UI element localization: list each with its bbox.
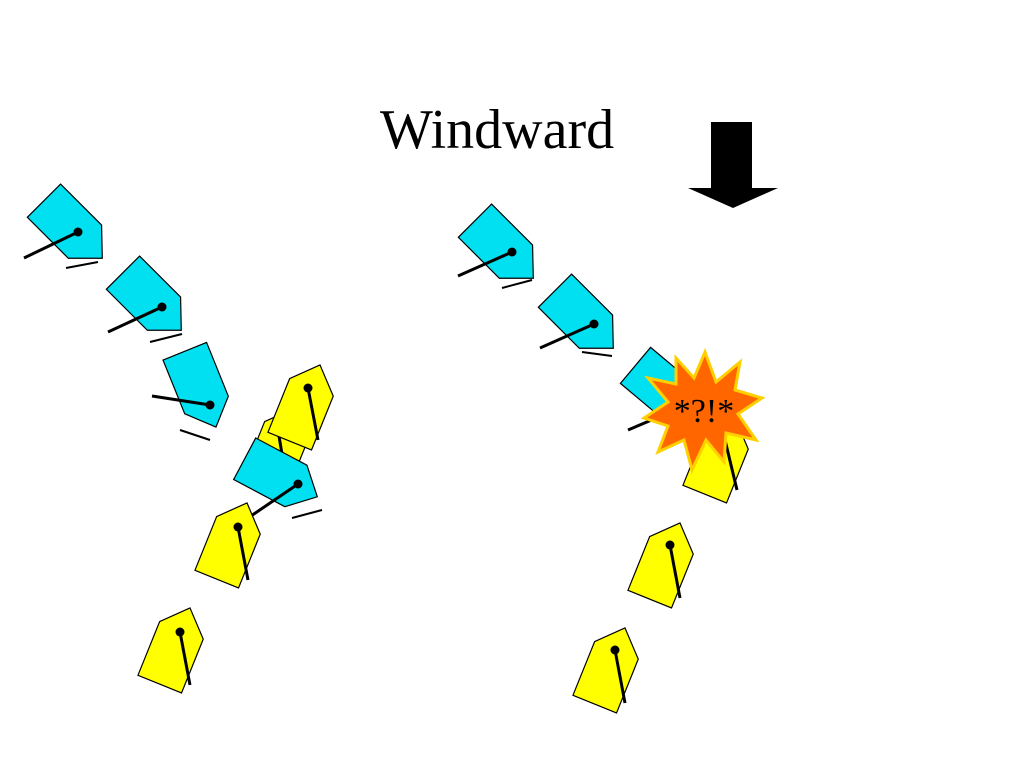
yellow-boat <box>194 493 270 589</box>
boom-line <box>291 509 323 519</box>
boom-line <box>457 250 513 278</box>
diagram-title: Windward <box>380 99 615 161</box>
boom-line <box>149 333 183 343</box>
mast-dot <box>233 522 243 532</box>
yellow-boat <box>137 598 213 694</box>
mast-line <box>306 387 320 441</box>
mast-dot <box>293 479 303 489</box>
mast-line <box>613 649 627 704</box>
yellow-boat <box>572 618 648 714</box>
boom-line <box>581 351 613 357</box>
mast-dot <box>157 302 167 312</box>
wind-arrow-icon <box>688 122 778 208</box>
mast-line <box>236 526 250 581</box>
boom-line <box>501 279 533 289</box>
mast-line <box>668 544 682 599</box>
yellow-boat <box>627 513 703 609</box>
mast-dot <box>665 540 675 550</box>
collision-label: *?!* <box>674 393 734 430</box>
boom-line <box>151 394 211 407</box>
boom-line <box>65 261 99 269</box>
boom-line <box>107 305 163 334</box>
blue-boat <box>26 183 120 276</box>
boom-line <box>247 482 299 520</box>
yellow-boat <box>267 355 343 451</box>
collision-starburst-icon: *?!* <box>640 347 766 475</box>
boom-line <box>179 429 211 441</box>
mast-dot <box>507 247 517 257</box>
blue-boat <box>162 341 238 437</box>
mast-dot <box>205 400 215 410</box>
mast-dot <box>589 319 599 329</box>
mast-dot <box>175 627 185 637</box>
mast-dot <box>73 227 83 237</box>
blue-boat <box>457 203 551 296</box>
mast-line <box>178 631 192 686</box>
boom-line <box>539 322 595 350</box>
mast-line <box>723 439 739 491</box>
mast-dot <box>610 645 620 655</box>
boom-line <box>23 230 79 260</box>
blue-boat <box>105 255 199 348</box>
mast-dot <box>303 383 313 393</box>
